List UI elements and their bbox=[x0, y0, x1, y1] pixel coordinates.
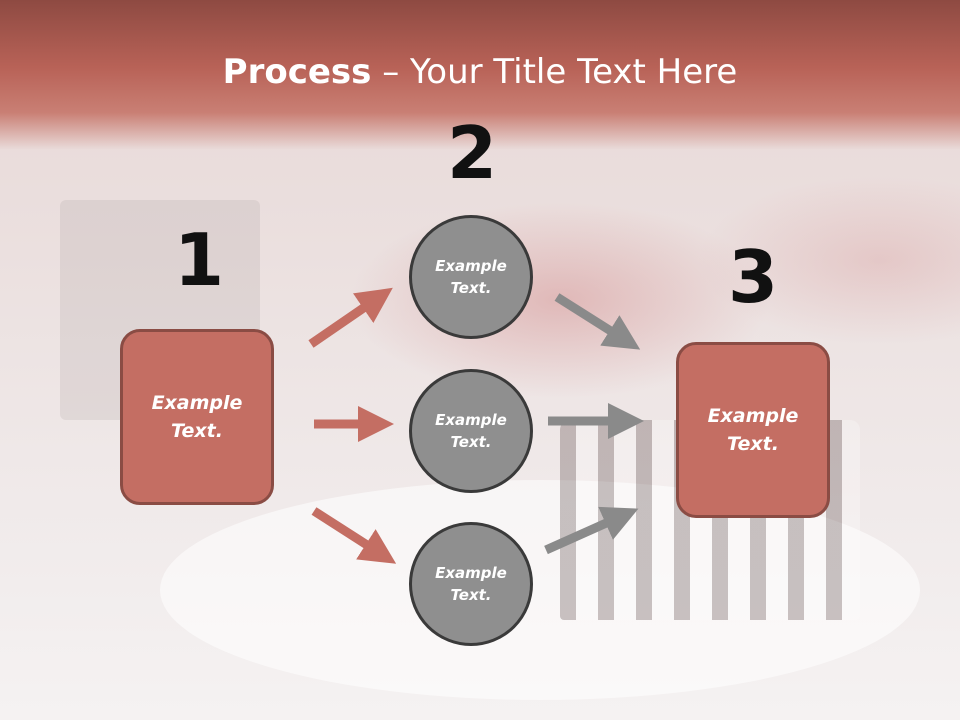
step-number-3: 3 bbox=[727, 235, 779, 319]
step-box-3-text: Example Text. bbox=[707, 404, 799, 456]
step-number-1: 1 bbox=[173, 218, 225, 302]
process-circle-top-text: Example Text. bbox=[435, 256, 507, 298]
process-circle-top: Example Text. bbox=[409, 215, 533, 339]
step-box-3: Example Text. bbox=[676, 342, 830, 518]
process-circle-bottom-text: Example Text. bbox=[435, 563, 507, 605]
step-box-1: Example Text. bbox=[120, 329, 274, 505]
process-circle-bottom: Example Text. bbox=[409, 522, 533, 646]
arrow-right-down-icon bbox=[311, 507, 397, 564]
title-banner bbox=[0, 0, 960, 150]
arrow-gray-down-icon bbox=[554, 293, 641, 350]
step-number-2: 2 bbox=[446, 111, 498, 195]
slide-title: Process – Your Title Text Here bbox=[0, 52, 960, 92]
title-rest: Your Title Text Here bbox=[410, 52, 738, 92]
title-bold: Process bbox=[222, 52, 372, 92]
arrow-right-up-icon bbox=[308, 287, 393, 348]
title-dash: – bbox=[371, 52, 411, 92]
step-box-1-text: Example Text. bbox=[151, 391, 243, 443]
arrow-gray-up-icon bbox=[544, 506, 639, 555]
process-circle-middle-text: Example Text. bbox=[435, 410, 507, 452]
process-circle-middle: Example Text. bbox=[409, 369, 533, 493]
